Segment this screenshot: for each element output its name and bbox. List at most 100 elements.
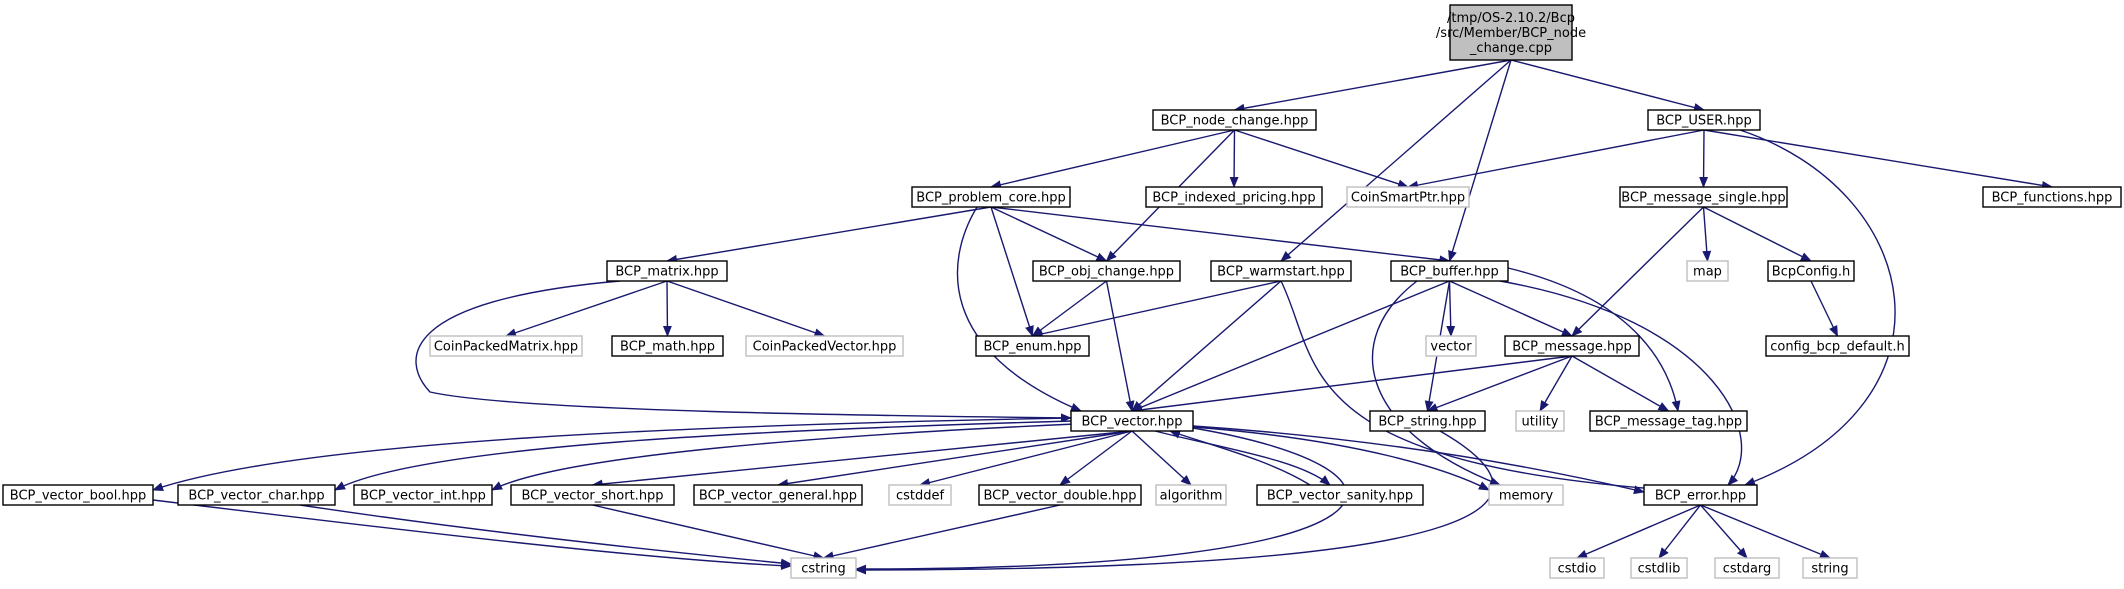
edge-bcp_vector-to-error [1192,425,1646,495]
edge-root-to-warmstart [1280,59,1512,262]
node-label: BCP_vector.hpp [1081,415,1182,430]
node-box [1549,557,1605,579]
node-box [1032,260,1181,282]
node-buffer[interactable]: BCP_buffer.hpp [1390,260,1509,282]
edges-layer [151,59,2054,575]
node-box [1630,557,1688,579]
edge-bcp_vector-to-vector_sanity [1154,430,1331,486]
edge-line [491,423,1076,491]
edge-problem_core-to-enum [990,206,1034,338]
node-root[interactable]: /tmp/OS-2.10.2/Bcp/src/Member/BCP_node_c… [1436,4,1586,61]
node-box [606,260,728,282]
node-functions[interactable]: BCP_functions.hpp [1982,186,2122,208]
edge-line [1426,355,1573,412]
node-label: cstddef [896,489,945,504]
edge-line [854,430,1494,575]
node-label: CoinPackedVector.hpp [753,340,897,355]
node-vector-char[interactable]: BCP_vector_char.hpp [177,484,336,506]
node-bcp-string[interactable]: BCP_string.hpp [1369,410,1486,432]
node-label: BCP_matrix.hpp [615,265,718,280]
node-obj-change[interactable]: BCP_obj_change.hpp [1032,260,1181,282]
edge-user-to-message_single [1699,129,1709,189]
node-string: string [1802,557,1858,579]
node-label: /tmp/OS-2.10.2/Bcp [1447,11,1575,26]
node-vector-general[interactable]: BCP_vector_general.hpp [693,484,863,506]
edge-line [1702,206,1712,263]
node-vector-int[interactable]: BCP_vector_int.hpp [353,484,493,506]
node-problem-core[interactable]: BCP_problem_core.hpp [911,186,1071,208]
node-user[interactable]: BCP_USER.hpp [1647,109,1761,131]
node-box [978,484,1142,506]
node-box [1449,4,1573,61]
node-box [1767,260,1855,282]
edge-problem_core-to-bcp_vector [956,206,1083,412]
edge-vector_bool-to-cstring [152,499,793,571]
node-box [1488,484,1564,506]
node-node-change[interactable]: BCP_node_change.hpp [1152,109,1317,131]
node-algorithm: algorithm [1155,484,1227,506]
node-math[interactable]: BCP_math.hpp [611,335,724,357]
node-box [429,335,583,357]
node-vector-double[interactable]: BCP_vector_double.hpp [978,484,1142,506]
node-label: BCP_buffer.hpp [1400,265,1499,280]
edge-bcp_vector-to-algorithm [1131,430,1192,486]
edge-root-to-node_change [1233,59,1512,113]
node-matrix[interactable]: BCP_matrix.hpp [606,260,728,282]
node-box [888,484,952,506]
node-box [1390,260,1509,282]
edge-buffer-to-vector_std [1446,280,1456,338]
edge-line [1703,206,1813,262]
node-bcpconfig[interactable]: BcpConfig.h [1767,260,1855,282]
node-message-tag[interactable]: BCP_message_tag.hpp [1589,410,1748,432]
node-box [1802,557,1858,579]
edge-message_single-to-map [1702,206,1712,263]
node-cstddef: cstddef [888,484,952,506]
edge-message_single-to-bcpconfig [1703,206,1813,262]
edge-line [334,420,1072,491]
edge-user-to-error [1739,129,1896,486]
edge-message-to-bcp_vector [1130,355,1573,415]
edge-line [1234,129,1410,189]
node-indexed-pricing[interactable]: BCP_indexed_pricing.hpp [1145,186,1323,208]
node-box [353,484,493,506]
node-vector-bool[interactable]: BCP_vector_bool.hpp [2,484,154,506]
edge-matrix-to-math [662,280,672,338]
node-warmstart[interactable]: BCP_warmstart.hpp [1210,260,1352,282]
node-label: BCP_obj_change.hpp [1039,265,1174,280]
node-box [1256,484,1424,506]
node-label: BCP_message_single.hpp [1621,191,1785,206]
node-error[interactable]: BCP_error.hpp [1643,484,1758,506]
edge-line [1233,59,1512,113]
edge-line [1449,280,1574,337]
edge-line [1130,355,1573,415]
node-box [1346,186,1470,208]
node-box [1504,335,1640,357]
node-enum[interactable]: BCP_enum.hpp [975,335,1090,357]
edge-line [1571,206,1704,337]
node-map: map [1686,260,1729,282]
edge-line [152,499,793,571]
node-config-default[interactable]: config_bcp_default.h [1765,335,1910,357]
edge-bcp_vector-to-cstring [854,427,1348,574]
node-label: _change.cpp [1469,41,1552,56]
node-label: utility [1522,415,1559,430]
edge-line [1130,280,1450,412]
node-label: BCP_USER.hpp [1656,114,1752,129]
node-message-single[interactable]: BCP_message_single.hpp [1619,186,1788,208]
node-label: string [1811,562,1848,577]
edge-line [1031,280,1107,337]
node-vector-short[interactable]: BCP_vector_short.hpp [510,484,675,506]
node-vector-sanity[interactable]: BCP_vector_sanity.hpp [1256,484,1424,506]
node-box [1714,557,1780,579]
edge-node_change-to-problem_core [989,129,1235,190]
edge-user-to-coin_smart_ptr [1406,129,1705,190]
edge-vector_sanity-to-bcp_vector [1168,430,1311,486]
edge-line [990,206,1108,262]
node-box [1982,186,2122,208]
node-label: algorithm [1160,489,1223,504]
node-box [975,335,1090,357]
node-bcp-vector[interactable]: BCP_vector.hpp [1070,410,1194,432]
node-message[interactable]: BCP_message.hpp [1504,335,1640,357]
node-box [745,335,904,357]
node-label: cstring [801,562,845,577]
